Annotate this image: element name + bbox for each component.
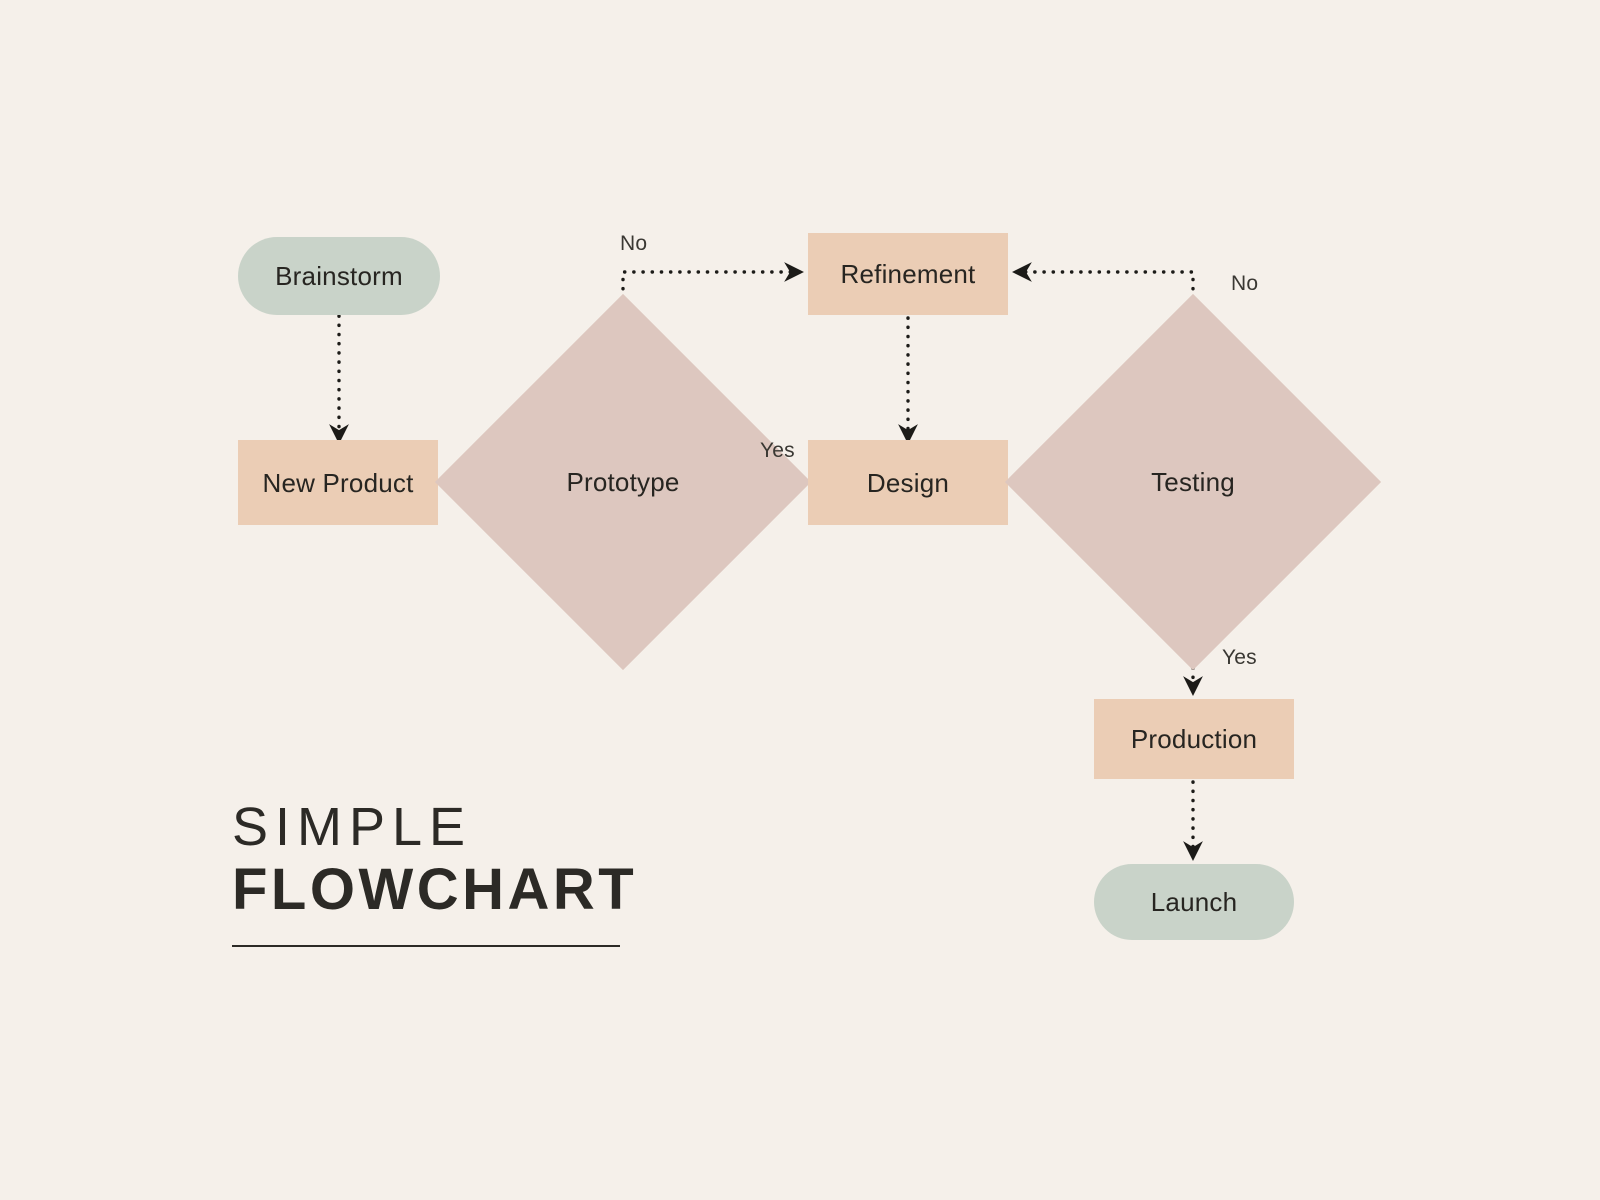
title-line-simple: SIMPLE — [232, 797, 473, 857]
edge-label-testing-yes: Yes — [1222, 646, 1257, 669]
node-new-product[interactable]: New Product — [238, 440, 438, 525]
edge-label-prototype-yes: Yes — [760, 439, 795, 462]
node-production-label: Production — [1130, 724, 1258, 754]
node-brainstorm[interactable]: Brainstorm — [238, 237, 440, 315]
node-prototype[interactable]: Prototype — [434, 293, 812, 671]
node-prototype-label: Prototype — [566, 467, 680, 497]
node-new-product-label: New Product — [262, 467, 414, 498]
node-launch-label: Launch — [1150, 887, 1238, 917]
node-design[interactable]: Design — [808, 440, 1008, 525]
title-underline — [232, 945, 620, 948]
title-block: SIMPLE FLOWCHART — [232, 797, 652, 948]
node-testing[interactable]: Testing — [1004, 293, 1382, 671]
node-refinement[interactable]: Refinement — [808, 233, 1008, 315]
node-production[interactable]: Production — [1094, 699, 1294, 779]
edge-label-testing-no: No — [1231, 272, 1259, 295]
edge-label-prototype-no: No — [620, 232, 648, 255]
node-brainstorm-label: Brainstorm — [275, 261, 403, 291]
node-design-label: Design — [866, 467, 950, 498]
node-launch[interactable]: Launch — [1094, 864, 1294, 940]
title-line-flowchart: FLOWCHART — [232, 857, 638, 923]
node-testing-label: Testing — [1151, 467, 1235, 497]
node-refinement-label: Refinement — [840, 259, 976, 289]
